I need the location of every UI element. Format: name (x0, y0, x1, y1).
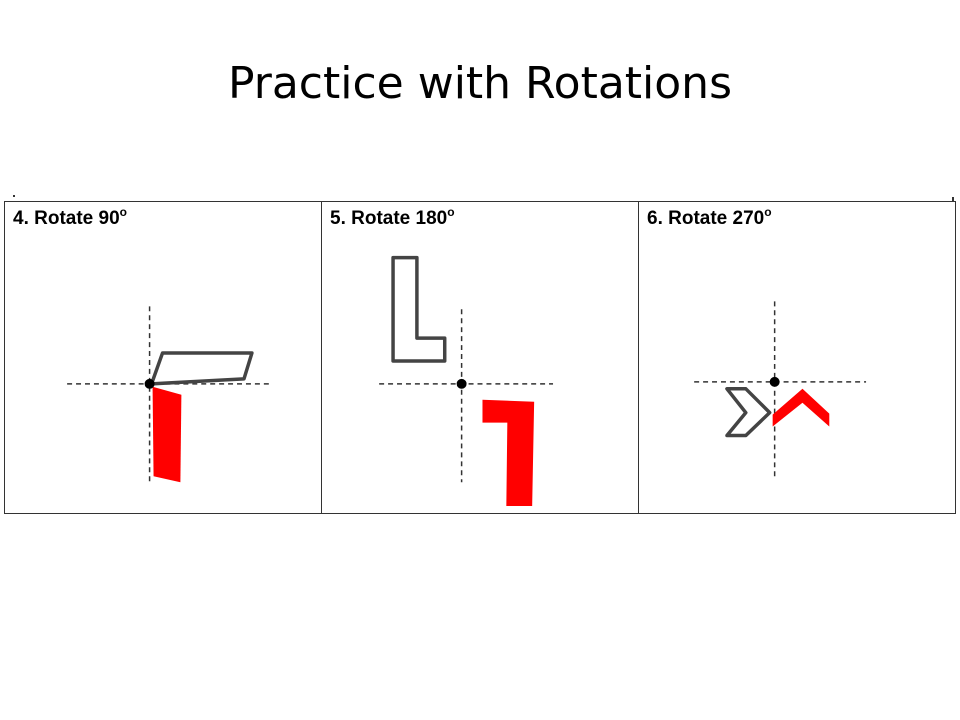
corner-mark (952, 197, 954, 201)
answer-shape-red (482, 399, 535, 507)
problem-4-label: 4. Rotate 90o (13, 205, 127, 229)
problem-grid: 4. Rotate 90o 5. Rotate 180o 6. Rotate 2… (4, 201, 956, 514)
problem-6-label: 6. Rotate 270o (647, 205, 772, 229)
original-L-shape (391, 255, 447, 363)
origin-point (456, 378, 467, 389)
answer-shape-red (772, 388, 830, 427)
problem-4: 4. Rotate 90o (5, 202, 322, 513)
problem-5: 5. Rotate 180o (322, 202, 639, 513)
original-parallelogram (149, 351, 254, 386)
problem-4-figure (67, 306, 269, 486)
corner-mark (13, 195, 15, 197)
slide-title: Practice with Rotations (227, 58, 732, 109)
origin-point (144, 378, 155, 389)
original-chevron (725, 387, 772, 438)
problem-6: 6. Rotate 270o (639, 202, 955, 513)
problem-5-label: 5. Rotate 180o (330, 205, 455, 229)
problem-6-figure (694, 301, 867, 481)
answer-shape-red (152, 386, 182, 483)
origin-point (769, 376, 780, 387)
problem-5-figure (379, 255, 554, 507)
